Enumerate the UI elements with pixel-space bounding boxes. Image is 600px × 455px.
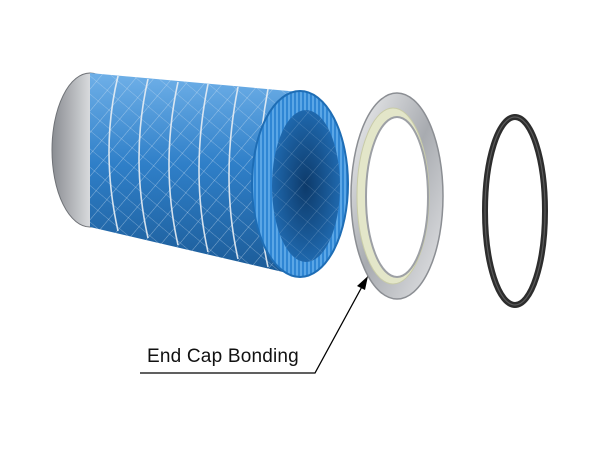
end-cap-ring [350,92,444,300]
arrow-head-icon [357,276,368,290]
end-cap-bonding-label: End Cap Bonding [147,346,299,367]
callout-leader [140,276,368,374]
gasket-ring [482,114,548,308]
filter-element [51,72,349,278]
